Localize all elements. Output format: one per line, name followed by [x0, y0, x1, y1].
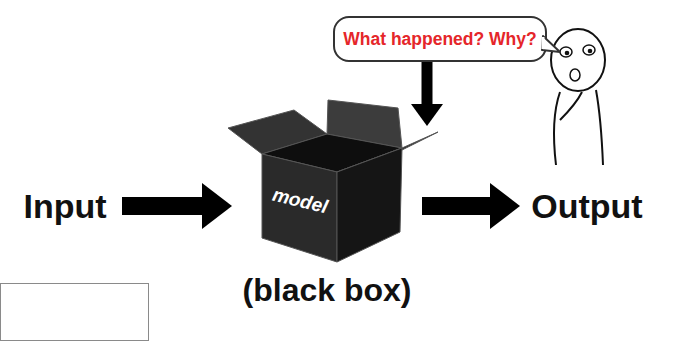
- empty-frame: [1, 284, 149, 341]
- side-face: [337, 148, 402, 262]
- body-line: [596, 90, 603, 165]
- output-text: Output: [531, 186, 642, 226]
- output-label: Output: [520, 186, 654, 226]
- mouth: [570, 69, 580, 81]
- pupil: [588, 49, 593, 54]
- question-text: What happened? Why?: [343, 28, 536, 50]
- input-label: Input: [8, 186, 122, 226]
- flow-arrow: [422, 62, 433, 104]
- pupil: [565, 51, 570, 56]
- body-line: [554, 92, 560, 165]
- head: [551, 29, 605, 91]
- arm-line: [560, 92, 582, 120]
- black-box: model(black box): [232, 126, 422, 308]
- speech-bubble: What happened? Why?: [333, 16, 547, 62]
- box-caption: (black box): [202, 272, 452, 308]
- bubble-tail: [542, 36, 560, 52]
- eye: [560, 47, 572, 57]
- flow-arrow: [122, 197, 202, 215]
- cartoon-face: [551, 29, 605, 165]
- input-text: Input: [23, 186, 106, 226]
- flow-arrow: [422, 197, 490, 215]
- eye: [583, 45, 595, 55]
- bubble-tail-join: [542, 37, 545, 49]
